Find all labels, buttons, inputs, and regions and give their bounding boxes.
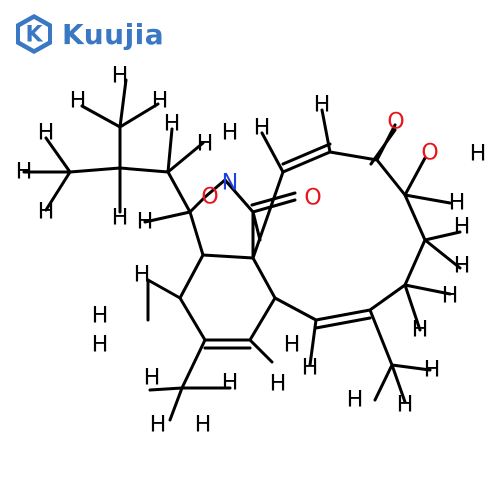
atom-h-6: H	[164, 112, 181, 137]
atom-h-28: H	[424, 358, 441, 383]
bond-50	[403, 283, 452, 296]
bond-12	[166, 170, 192, 214]
bond-40	[368, 283, 407, 312]
brand-name: Kuujia	[62, 17, 165, 51]
bond-3	[118, 102, 160, 129]
atom-h-5: H	[38, 200, 55, 225]
bond-15	[188, 195, 207, 214]
atom-h-15: H	[195, 413, 212, 438]
bond-35	[281, 150, 332, 174]
atom-h-9: H	[137, 210, 154, 235]
atom-h-26: H	[442, 284, 459, 309]
bond-47	[403, 156, 427, 197]
bond-10	[166, 127, 174, 174]
bond-29	[248, 296, 277, 342]
atom-h-13: H	[144, 366, 161, 391]
atom-h-16: H	[222, 371, 239, 396]
atom-h-8: H	[112, 206, 129, 231]
bond-33	[168, 386, 184, 422]
bond-54	[373, 363, 394, 402]
bond-55	[390, 363, 407, 404]
atom-h-30: H	[397, 393, 414, 418]
atom-o-35: O	[421, 141, 438, 166]
atom-h-1: H	[70, 89, 87, 114]
bond-42	[273, 296, 318, 322]
atom-h-21: H	[314, 93, 331, 118]
bond-28	[251, 256, 277, 300]
bond-44	[260, 131, 285, 174]
atom-h-25: H	[454, 254, 471, 279]
kuujia-logo-icon: K	[16, 14, 52, 54]
bond-25	[178, 296, 207, 342]
bond-30	[180, 338, 207, 390]
bond-49	[423, 238, 462, 270]
bond-41	[314, 308, 372, 322]
atom-h-17: H	[270, 372, 287, 397]
atom-h-14: H	[150, 413, 167, 438]
atom-h-3: H	[38, 121, 55, 146]
atom-o-32: O	[201, 185, 218, 210]
atom-h-22: H	[470, 142, 487, 167]
bond-48	[423, 230, 462, 242]
bond-17	[223, 178, 255, 214]
atom-h-2: H	[152, 89, 169, 114]
bond-27	[248, 338, 274, 364]
bond-23	[146, 278, 182, 300]
bond-14	[188, 210, 205, 257]
double-bond-2	[250, 191, 297, 207]
bond-53	[390, 363, 432, 372]
atom-h-11: H	[92, 304, 109, 329]
bond-13	[143, 210, 192, 224]
bond-51	[403, 283, 422, 332]
atom-h-0: H	[112, 64, 129, 89]
bond-layer	[22, 78, 462, 422]
atom-h-19: H	[302, 356, 319, 381]
atom-o-33: O	[304, 186, 321, 211]
double-bond-4	[314, 316, 372, 330]
bond-38	[403, 193, 427, 242]
bond-6	[118, 166, 170, 174]
atom-h-23: H	[449, 191, 466, 216]
atom-h-4: H	[16, 160, 33, 185]
bond-2	[118, 78, 128, 129]
bond-36	[328, 150, 379, 162]
atom-h-18: H	[284, 333, 301, 358]
bond-37	[375, 158, 407, 197]
atom-h-7: H	[197, 132, 214, 157]
bond-4	[68, 166, 122, 174]
bond-46	[403, 193, 452, 205]
bond-21	[201, 253, 255, 260]
atom-h-10: H	[134, 263, 151, 288]
atom-h-20: H	[254, 116, 271, 141]
atom-h-12: H	[92, 333, 109, 358]
bond-39	[403, 238, 427, 287]
double-bond-0	[281, 142, 332, 166]
bond-52	[368, 308, 394, 367]
logo-letter: K	[25, 23, 43, 48]
bond-16	[203, 178, 227, 199]
bond-9	[44, 170, 72, 212]
brand-header: K Kuujia	[12, 12, 164, 56]
atom-h-27: H	[412, 318, 429, 343]
bond-1	[80, 104, 122, 129]
atom-h-31: H	[222, 121, 239, 146]
double-bond-1	[369, 128, 397, 166]
bond-34	[251, 170, 285, 260]
atom-h-24: H	[454, 215, 471, 240]
bond-31	[148, 386, 184, 392]
atom-o-34: O	[387, 110, 404, 135]
bond-7	[44, 136, 72, 174]
atom-h-29: H	[347, 388, 364, 413]
atom-n-36: N	[222, 171, 238, 196]
bond-22	[178, 253, 205, 300]
bond-18	[251, 198, 297, 214]
bond-11	[166, 141, 205, 174]
